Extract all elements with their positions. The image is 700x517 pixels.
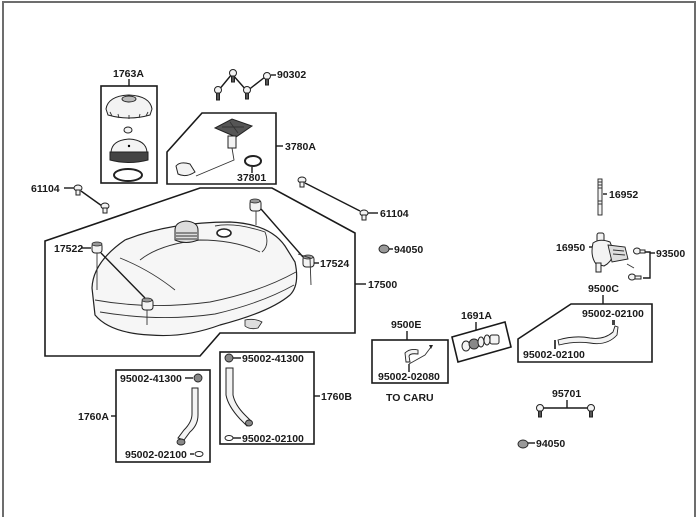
hose-icon <box>225 367 253 427</box>
fuel-filter-icon <box>461 334 500 352</box>
nut-icon <box>378 244 390 254</box>
bolts-90302: 90302 <box>214 69 306 101</box>
fuel-filter-box <box>451 321 512 363</box>
label-3780a: 3780A <box>285 141 316 153</box>
hose-clip-icon <box>612 320 615 325</box>
hose-clip-icon <box>554 340 556 349</box>
pipe-icon <box>597 178 603 216</box>
label-94050-upper: 94050 <box>394 244 423 256</box>
bolt-61104-left: 61104 <box>31 183 110 214</box>
fuel-cap-icon <box>105 94 153 119</box>
cap-washer-icon <box>123 126 133 134</box>
hose-clip-icon <box>224 435 234 441</box>
label-90302: 90302 <box>277 69 306 81</box>
label-95701: 95701 <box>552 388 581 400</box>
hose-1760a: 1760A 95002-41300 95002-02100 <box>78 369 211 463</box>
label-37801: 37801 <box>237 172 266 184</box>
bolt-61104-right: 61104 <box>297 176 409 221</box>
hose-clip-icon <box>194 451 204 457</box>
hose-icon <box>557 325 619 346</box>
fuel-tank-assembly: 17500 17522 <box>44 187 397 357</box>
hose-icon <box>404 348 419 363</box>
label-9500e: 9500E <box>391 319 421 331</box>
bolt-icon <box>100 202 110 214</box>
label-17524: 17524 <box>320 258 349 270</box>
bolt-icon <box>73 184 83 196</box>
label-95002-41300-a: 95002-41300 <box>120 373 182 385</box>
bolt-icon <box>214 86 222 101</box>
label-95002-02100-c-top: 95002-02100 <box>582 308 644 320</box>
label-1760b: 1760B <box>321 391 352 403</box>
label-1763a: 1763A <box>113 68 144 80</box>
label-1691a: 1691A <box>461 310 492 322</box>
label-94050-lower: 94050 <box>536 438 565 450</box>
fuel-pump-icon <box>175 118 254 177</box>
fuel-petcock: 16950 <box>556 232 635 273</box>
bolt-icon <box>359 209 369 221</box>
bolt-icon <box>229 69 237 83</box>
label-93500: 93500 <box>656 248 685 260</box>
fuel-filter: 1691A <box>451 310 512 363</box>
label-16950: 16950 <box>556 242 585 254</box>
hose-icon <box>177 387 199 441</box>
screw-icon <box>628 273 642 281</box>
hose-clip-icon <box>245 419 253 427</box>
hose-9500e-box <box>371 339 449 384</box>
hose-1760b: 1760B 95002-41300 95002-02100 <box>219 351 352 445</box>
fuel-pump-box <box>166 112 277 185</box>
nut-94050-upper: 94050 <box>378 244 423 256</box>
label-61104-right: 61104 <box>380 208 409 220</box>
hose-clip-icon <box>193 373 203 383</box>
hose-9500c: 9500C 95002-02100 95002-02100 <box>517 283 653 363</box>
screw-icon <box>633 247 646 255</box>
hose-clip-icon <box>224 353 234 363</box>
petcock-icon <box>591 232 629 273</box>
label-9500c: 9500C <box>588 283 619 295</box>
hose-1760b-box <box>219 351 315 445</box>
label-95002-02100-c-bottom: 95002-02100 <box>523 349 585 361</box>
cap-seal-icon <box>113 168 143 182</box>
bracket-bolts-95701: 95701 <box>536 388 595 418</box>
bolt-icon <box>536 404 544 418</box>
label-95002-02100-b: 95002-02100 <box>242 433 304 445</box>
label-61104-left: 61104 <box>31 183 60 195</box>
grommet-17524-lower <box>302 254 315 268</box>
bolt-icon <box>587 404 595 418</box>
label-17522: 17522 <box>54 243 83 255</box>
label-16952: 16952 <box>609 189 638 201</box>
hose-9500c-box <box>517 303 653 363</box>
label-17500: 17500 <box>368 279 397 291</box>
note-to-carb: TO CARU <box>386 392 434 404</box>
bolt-icon <box>243 86 251 100</box>
bolt-icon <box>297 176 307 188</box>
cap-inner-icon <box>109 138 149 163</box>
bolt-icon <box>263 72 271 86</box>
grommet-17522-upper <box>91 241 103 254</box>
fuel-cap-assembly: 1763A <box>100 68 158 184</box>
hose-9500e: 9500E 95002-02080 TO CARU <box>371 319 449 404</box>
pump-gasket-icon <box>244 155 262 167</box>
nut-icon <box>517 439 529 449</box>
label-95002-02080: 95002-02080 <box>378 371 440 383</box>
grommet-17524-upper <box>249 198 262 212</box>
hose-clip-icon <box>176 438 186 446</box>
nut-94050-lower: 94050 <box>517 438 565 450</box>
fuel-pump-assembly: 3780A 37801 <box>166 112 316 185</box>
fuel-tank-icon <box>91 220 298 337</box>
fuel-tank-box <box>44 187 356 357</box>
screws-93500: 93500 <box>628 247 685 281</box>
label-1760a: 1760A <box>78 411 109 423</box>
grommet-17522-lower <box>141 297 154 311</box>
petcock-pipe: 16952 <box>597 178 638 216</box>
label-95002-41300-b: 95002-41300 <box>242 353 304 365</box>
label-95002-02100-a: 95002-02100 <box>125 449 187 461</box>
